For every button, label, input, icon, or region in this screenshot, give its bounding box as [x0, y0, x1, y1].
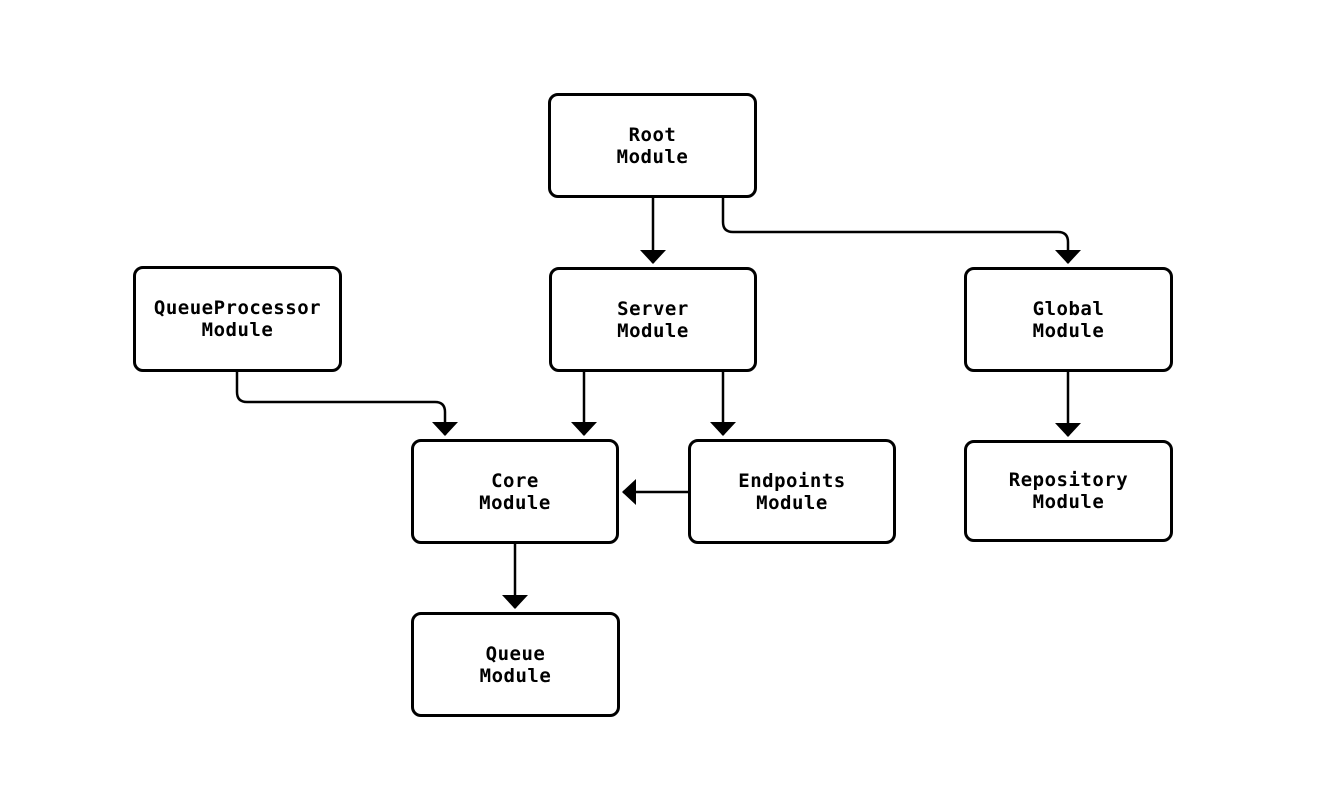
- node-label-line: QueueProcessor: [153, 297, 322, 319]
- node-label-line: Endpoints: [738, 469, 846, 492]
- node-label-line: Module: [479, 491, 551, 514]
- node-label-line: Queue: [485, 642, 546, 665]
- node-queue-module: Queue Module: [411, 612, 620, 717]
- node-global-module: Global Module: [964, 267, 1173, 372]
- node-label-line: Server: [617, 297, 689, 320]
- node-label-line: Module: [1032, 491, 1105, 513]
- node-label-line: Module: [756, 491, 828, 514]
- node-core-module: Core Module: [411, 439, 619, 544]
- node-label-line: Module: [616, 145, 689, 168]
- node-label-line: Module: [617, 319, 689, 342]
- node-endpoints-module: Endpoints Module: [688, 439, 896, 544]
- node-label-line: Root: [628, 123, 677, 146]
- node-root-module: Root Module: [548, 93, 757, 198]
- node-queueprocessor-module: QueueProcessor Module: [133, 266, 342, 372]
- node-label-line: Module: [201, 319, 274, 341]
- node-label-line: Module: [479, 664, 552, 687]
- node-repository-module: Repository Module: [964, 440, 1173, 542]
- node-label-line: Module: [1032, 319, 1105, 342]
- node-label-line: Global: [1032, 297, 1105, 320]
- edge-root-to-global: [721, 198, 1081, 264]
- node-label-line: Repository: [1008, 469, 1129, 491]
- node-server-module: Server Module: [549, 267, 757, 372]
- edge-queueprocessor-to-core: [235, 372, 458, 436]
- node-label-line: Core: [491, 469, 539, 492]
